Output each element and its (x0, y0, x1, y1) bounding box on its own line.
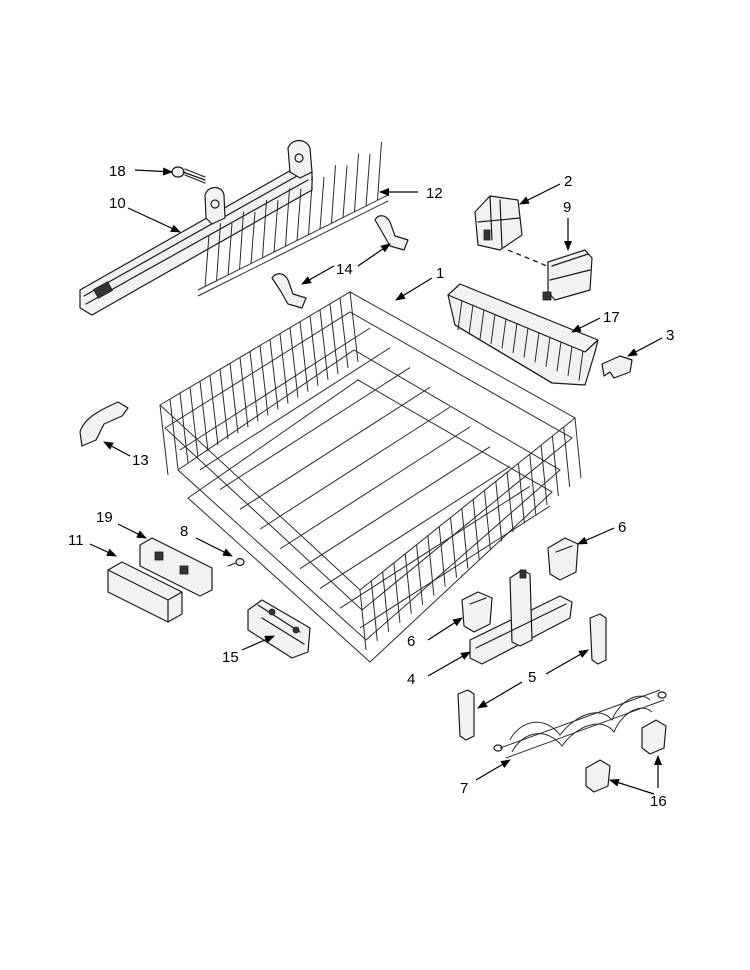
part-15-adjuster (247, 599, 311, 659)
callout-11: 11 (68, 532, 84, 549)
part-4-adjuster-track (469, 569, 573, 665)
callout-1: 1 (436, 265, 444, 282)
callout-12: 12 (426, 185, 443, 202)
callout-10: 10 (109, 195, 126, 212)
part-6-clip-lower (461, 591, 493, 633)
part-2-adjuster-housing (474, 195, 523, 251)
part-17-basket (447, 283, 599, 386)
callout-13: 13 (132, 452, 149, 469)
callout-6-upper: 6 (618, 519, 626, 536)
callout-17: 17 (603, 309, 620, 326)
part-3-clip (601, 355, 633, 379)
part-16-clips (585, 719, 667, 793)
callout-2: 2 (564, 173, 572, 190)
callout-15: 15 (222, 649, 239, 666)
callout-7: 7 (460, 780, 468, 797)
part-8-screw (227, 557, 245, 567)
part-5-rollers (457, 613, 607, 741)
part-13-bracket (79, 401, 129, 447)
callout-4: 4 (407, 671, 415, 688)
part-11-handle (107, 561, 183, 623)
callout-5: 5 (528, 669, 536, 686)
part-14-clips (271, 215, 409, 309)
part-9-latch (542, 249, 593, 301)
part-12-tine-row (197, 141, 389, 297)
part-19-handle-bracket (139, 537, 213, 597)
part-7-wire-assembly (493, 689, 667, 759)
part-10-slide-rail (79, 139, 313, 316)
part-1-upper-rack (159, 291, 582, 663)
leader-lines (89, 167, 663, 795)
callout-16: 16 (650, 793, 667, 810)
part-18-screw (171, 166, 206, 184)
callout-8: 8 (180, 523, 188, 540)
callout-3: 3 (666, 327, 674, 344)
callout-14: 14 (336, 261, 353, 278)
callout-labels: 18 10 12 2 9 14 1 17 3 13 19 8 11 6 6 15… (68, 163, 674, 810)
callout-9: 9 (563, 199, 571, 216)
callout-18: 18 (109, 163, 126, 180)
callout-6-lower: 6 (407, 633, 415, 650)
callout-19: 19 (96, 509, 113, 526)
part-6-clip-upper (547, 537, 579, 581)
